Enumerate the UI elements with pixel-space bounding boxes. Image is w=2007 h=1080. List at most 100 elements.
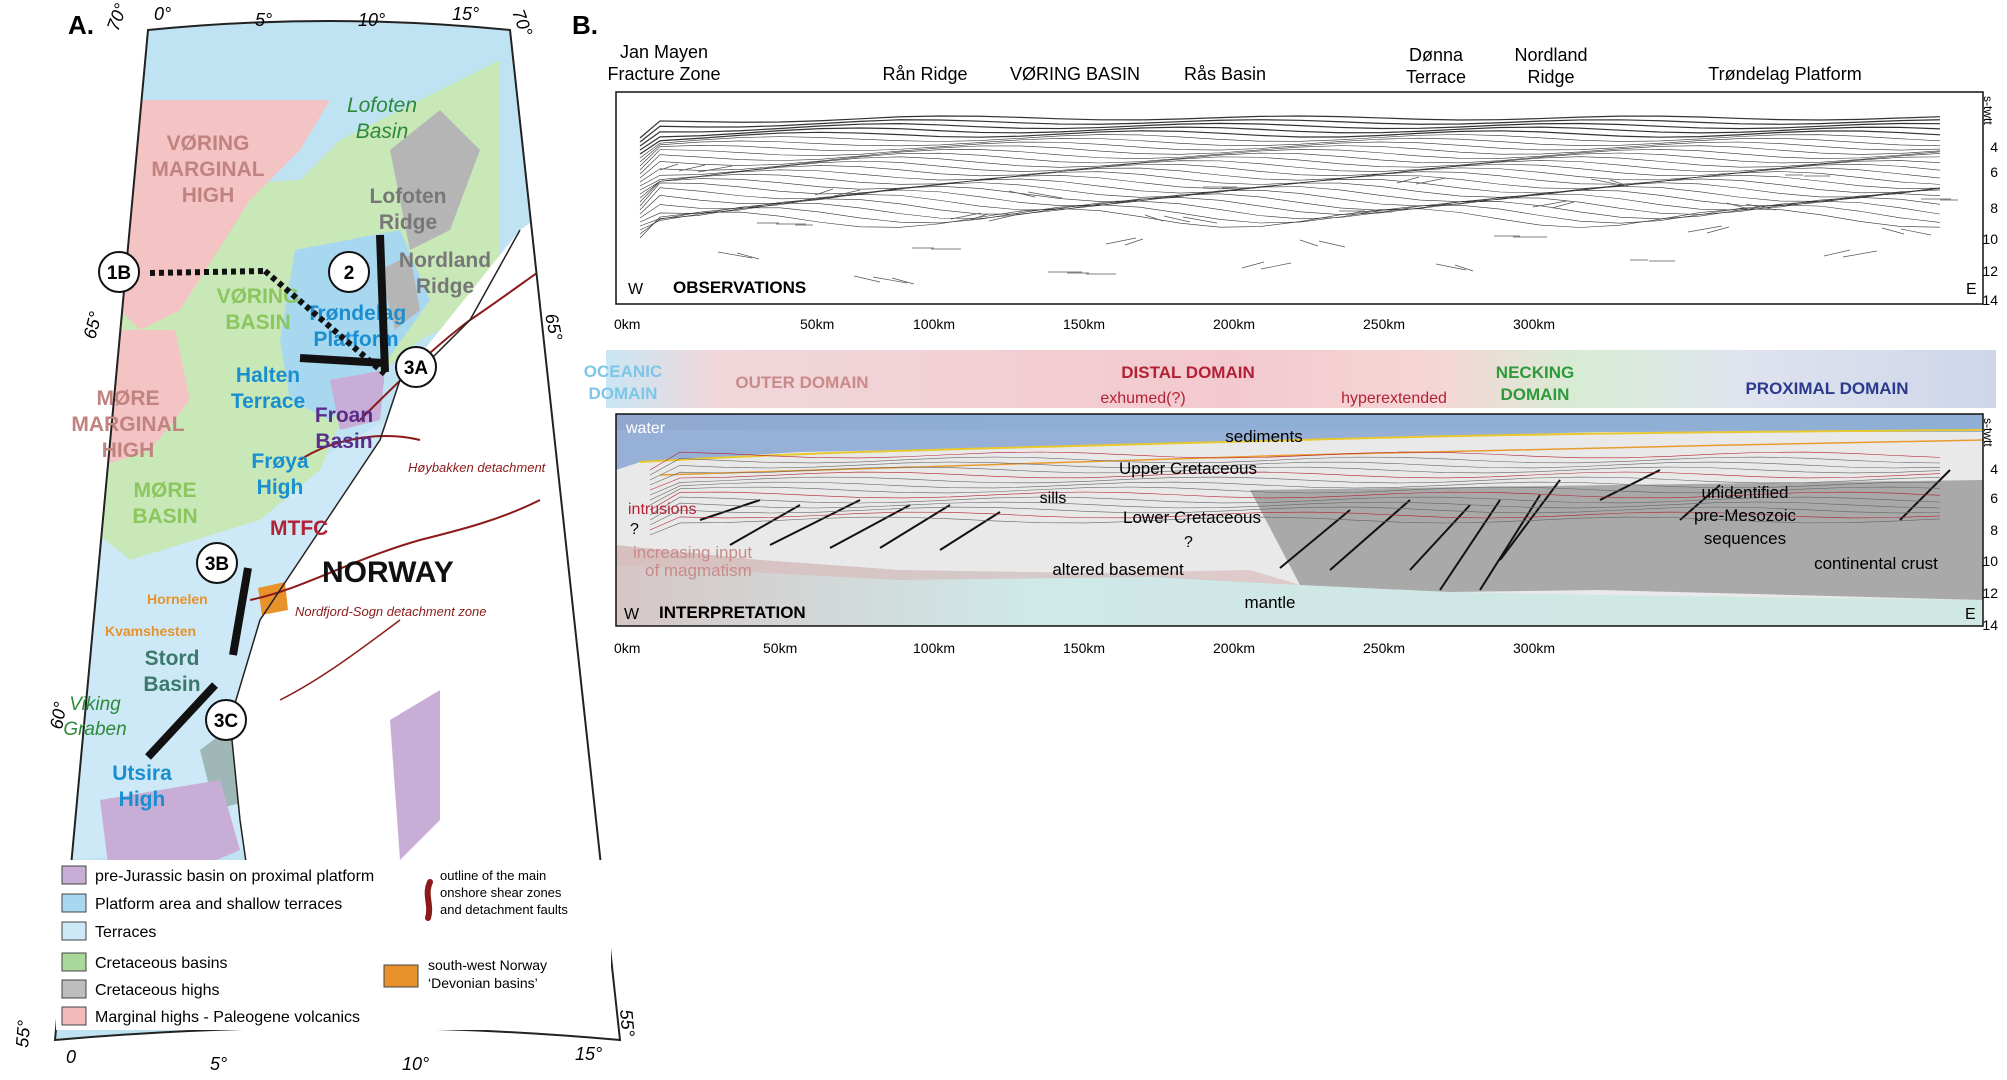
reflector-segment: [1726, 202, 1750, 210]
more-marginal-high-label: MØRE MARGINAL HIGH: [71, 387, 184, 462]
reflector-line: [639, 152, 1941, 179]
observations-frame: [615, 91, 1984, 305]
location-label-donna-terrace: Dønna Terrace: [1406, 45, 1466, 87]
svg-text:Dønna: Dønna: [1409, 45, 1464, 65]
interpreted-horizon: [649, 506, 1941, 526]
lon-top-15: 15°: [452, 4, 479, 24]
water-label: water: [625, 420, 666, 437]
utsira-high-label: Utsira High: [112, 762, 172, 811]
exhumed-label: exhumed(?): [1100, 390, 1185, 407]
outer-domain-label: OUTER DOMAIN: [735, 373, 868, 392]
svg-text:6: 6: [1990, 490, 1998, 506]
svg-text:12: 12: [1982, 263, 1998, 279]
map-frame: [53, 20, 622, 1042]
reflector-segment: [969, 213, 989, 221]
legend-item-shear-zones: outline of the main onshore shear zones …: [424, 868, 568, 921]
dist-tick-100: 100km: [913, 316, 955, 332]
nordfjord-shear-line: [249, 499, 541, 601]
reflector-line: [639, 130, 1941, 155]
continental-crust-layer: [1250, 480, 1983, 600]
legend-item-cretaceous-highs: Cretaceous highs: [61, 979, 220, 999]
continental-crust-label: continental crust: [1814, 554, 1938, 573]
reflector-segment: [1687, 225, 1723, 233]
legend-background: [56, 860, 611, 1030]
interpreted-horizon: [649, 451, 1941, 471]
viking-graben-label: Viking Graben: [63, 694, 126, 740]
reflector-line: [639, 122, 1941, 147]
reflector-segment: [1706, 226, 1730, 234]
svg-text:1B: 1B: [107, 263, 131, 284]
dist-bottom-tick-250: 250km: [1363, 640, 1405, 656]
svg-text:pre-Mesozoic: pre-Mesozoic: [1694, 506, 1797, 525]
reflector-segment: [1008, 190, 1036, 198]
svg-text:onshore shear zones: onshore shear zones: [440, 885, 562, 900]
svg-text:Terrace: Terrace: [231, 390, 305, 413]
nordland-ridge-label: Nordland Ridge: [399, 249, 491, 298]
svg-text:2: 2: [344, 263, 355, 284]
reflector-segment: [1435, 263, 1467, 271]
reflector-segment: [1590, 178, 1622, 186]
reflector-segment: [1163, 215, 1191, 223]
svg-text:Cretaceous highs: Cretaceous highs: [95, 982, 220, 999]
lon-bottom-5: 5°: [210, 1054, 227, 1074]
legend-item-cretaceous-basins: Cretaceous basins: [61, 952, 228, 972]
reflector-segment: [659, 163, 679, 171]
interpreted-horizon: [649, 481, 1941, 501]
svg-text:Frøya: Frøya: [251, 450, 309, 473]
dist-tick-200: 200km: [1213, 316, 1255, 332]
interpreted-horizon: [649, 476, 1941, 496]
norway-land: [230, 160, 620, 1040]
svg-text:unidentified: unidentified: [1702, 483, 1789, 502]
lon-bottom-15: 15°: [575, 1044, 602, 1064]
svg-text:14: 14: [1982, 617, 1998, 633]
location-label-jan-mayen: Jan Mayen Fracture Zone: [607, 42, 720, 84]
fault-line: [1409, 504, 1471, 571]
dist-bottom-tick-200: 200km: [1213, 640, 1255, 656]
froan-basin-area: [330, 370, 385, 430]
hyperextended-label: hyperextended: [1341, 390, 1447, 407]
observations-title: OBSERVATIONS: [673, 278, 806, 297]
profile-3c-line: [145, 682, 218, 760]
reflector-segment: [1551, 201, 1575, 209]
legend-item-marginal-highs: Marginal highs - Paleogene volcanics: [61, 1006, 360, 1026]
profile-marker-3c: 3C: [205, 699, 247, 741]
reflector-line: [639, 156, 1941, 183]
proximal-domain-label: PROXIMAL DOMAIN: [1745, 379, 1908, 398]
svg-text:Froan: Froan: [315, 404, 373, 427]
reflector-segment: [1144, 214, 1164, 222]
svg-text:Graben: Graben: [63, 719, 126, 740]
onshore-purple-basin: [390, 690, 440, 860]
svg-text:Cretaceous basins: Cretaceous basins: [95, 955, 228, 972]
dist-bottom-tick-50: 50km: [763, 640, 797, 656]
reflector-segment: [1900, 228, 1932, 236]
dist-tick-250: 250km: [1363, 316, 1405, 332]
observation-reflectors: [639, 115, 1958, 285]
reflector-segment: [950, 212, 982, 220]
interpreted-horizon: [649, 466, 1941, 486]
svg-text:MARGINAL: MARGINAL: [71, 413, 184, 436]
interpretation-title: INTERPRETATION: [659, 603, 806, 622]
depth-axis-top: s-twtt 4 6 8 10 12 14: [1981, 96, 1998, 308]
upper-cretaceous-label: Upper Cretaceous: [1119, 459, 1257, 478]
lat-70-right: 70°: [508, 7, 536, 39]
reflector-segment: [1182, 216, 1218, 224]
utsira-purple-basin: [100, 780, 240, 880]
interpreted-horizon: [649, 471, 1941, 491]
reflector-line: [639, 208, 1941, 239]
sediments-label: sediments: [1225, 427, 1302, 446]
fault-line: [939, 511, 1001, 551]
reflector-line: [639, 171, 1941, 199]
reflector-line: [639, 137, 1941, 163]
panel-b: B. Jan Mayen Fracture Zone Rån Ridge VØR…: [572, 10, 1998, 656]
domain-banner: OCEANIC DOMAIN OUTER DOMAIN DISTAL DOMAI…: [584, 350, 1996, 408]
voring-basin-label: VØRING BASIN: [217, 285, 300, 334]
reflector-segment: [1415, 177, 1447, 185]
location-label-voring-basin: VØRING BASIN: [1010, 64, 1140, 84]
dist-bottom-tick-0: 0km: [614, 640, 640, 656]
lon-top-0: 0°: [154, 4, 171, 24]
svg-text:Stord: Stord: [145, 647, 200, 670]
lofoten-basin-label: Lofoten Basin: [347, 94, 417, 143]
lofoten-ridge-label: Lofoten Ridge: [370, 185, 447, 234]
svg-text:HIGH: HIGH: [182, 184, 235, 207]
svg-text:Basin: Basin: [315, 430, 372, 453]
